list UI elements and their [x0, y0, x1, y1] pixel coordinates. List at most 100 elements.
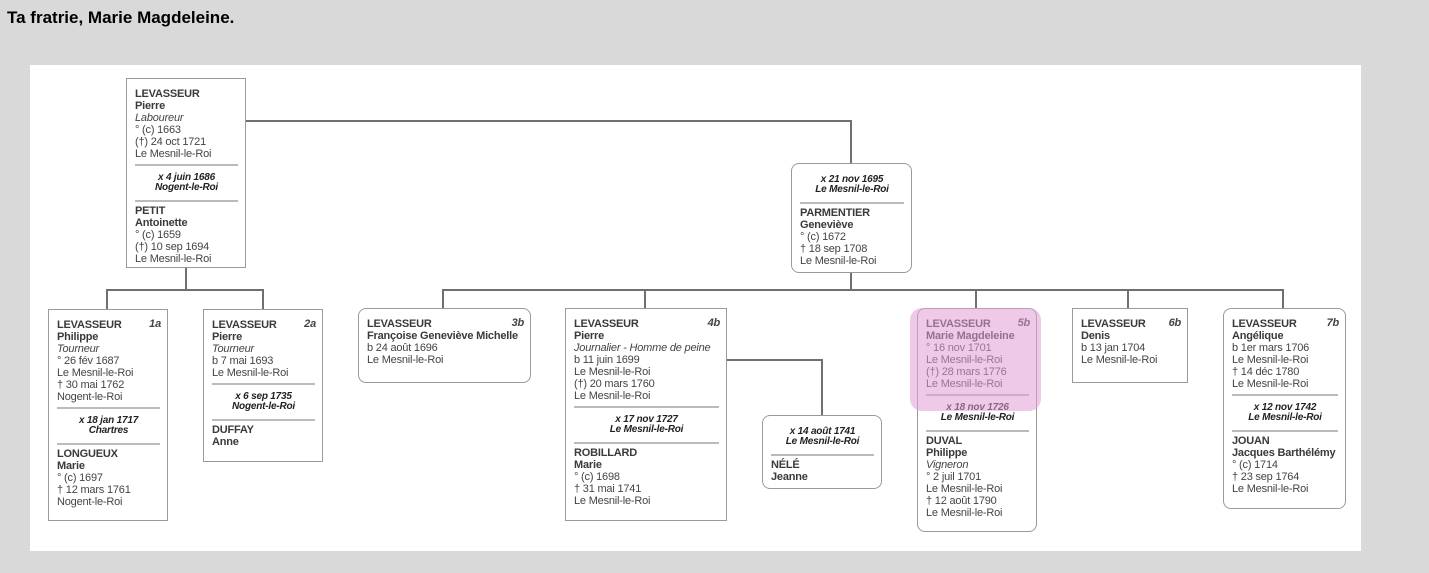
connector-line	[726, 359, 823, 361]
connector-line	[975, 289, 977, 308]
event-line: Le Mesnil-le-Roi	[926, 378, 1003, 390]
connector-line	[850, 272, 852, 290]
marriage-place: Nogent-le-Roi	[155, 182, 218, 193]
given-name: Anne	[212, 436, 239, 448]
event-line: (†) 24 oct 1721	[135, 136, 206, 148]
occupation: Laboureur	[135, 112, 184, 124]
surname: LEVASSEUR	[135, 88, 200, 100]
generation-number: 1a	[149, 318, 161, 330]
connector-line	[850, 120, 852, 163]
given-name: Marie Magdeleine	[926, 330, 1015, 342]
separator	[1232, 394, 1338, 396]
surname: LONGUEUX	[57, 448, 118, 460]
event-line: Le Mesnil-le-Roi	[212, 367, 289, 379]
event-line: Nogent-le-Roi	[57, 496, 123, 508]
generation-number: 5b	[1017, 317, 1031, 329]
event-line: † 30 mai 1762	[57, 379, 125, 391]
event-line: ° (c) 1697	[57, 472, 103, 484]
surname: LEVASSEUR	[1081, 318, 1146, 330]
event-line: Le Mesnil-le-Roi	[926, 483, 1003, 495]
marriage-place: Le Mesnil-le-Roi	[940, 412, 1015, 423]
given-name: Jeanne	[771, 471, 808, 483]
event-line: Le Mesnil-le-Roi	[574, 495, 651, 507]
surname: DUFFAY	[212, 424, 254, 436]
surname: LEVASSEUR	[367, 318, 432, 330]
separator	[1232, 430, 1338, 432]
separator	[212, 383, 315, 385]
event-line: Le Mesnil-le-Roi	[800, 255, 877, 267]
separator	[771, 454, 874, 456]
surname: LEVASSEUR	[926, 318, 991, 330]
event-line: ° 16 nov 1701	[926, 342, 992, 354]
occupation: Tourneur	[57, 343, 100, 355]
event-line: ° (c) 1714	[1232, 459, 1278, 471]
connector-line	[106, 289, 264, 291]
given-name: Philippe	[926, 447, 968, 459]
generation-number: 6b	[1168, 317, 1182, 329]
marriage-place: Le Mesnil-le-Roi	[609, 424, 684, 435]
marriage-place: Nogent-le-Roi	[232, 401, 295, 412]
event-line: Le Mesnil-le-Roi	[1232, 354, 1309, 366]
connector-line	[1127, 289, 1129, 308]
connector-line	[106, 289, 108, 309]
surname: ROBILLARD	[574, 447, 637, 459]
event-line: † 18 sep 1708	[800, 243, 868, 255]
surname: LEVASSEUR	[1232, 318, 1297, 330]
event-line: (†) 10 sep 1694	[135, 241, 210, 253]
event-line: ° (c) 1663	[135, 124, 181, 136]
event-line: Nogent-le-Roi	[57, 391, 123, 403]
occupation: Vigneron	[926, 459, 969, 471]
marriage-date: x 12 nov 1742	[1253, 402, 1317, 413]
given-name: Marie	[57, 460, 85, 472]
marriage-date: x 4 juin 1686	[158, 172, 215, 183]
given-name: Angélique	[1232, 330, 1284, 342]
event-line: Le Mesnil-le-Roi	[1232, 378, 1309, 390]
marriage-date: x 21 nov 1695	[820, 174, 884, 185]
marriage-place: Le Mesnil-le-Roi	[1248, 412, 1322, 423]
event-line: ° (c) 1659	[135, 229, 181, 241]
surname: PETIT	[135, 205, 166, 217]
surname: LEVASSEUR	[212, 319, 277, 331]
marriage-date: x 6 sep 1735	[235, 391, 292, 402]
given-name: Philippe	[57, 331, 99, 343]
event-line: † 23 sep 1764	[1232, 471, 1300, 483]
connector-line	[442, 289, 1284, 291]
event-line: Le Mesnil-le-Roi	[926, 354, 1003, 366]
generation-number: 2a	[304, 318, 316, 330]
surname: NÉLÉ	[771, 459, 800, 471]
generation-number: 7b	[1326, 317, 1340, 329]
event-line: Le Mesnil-le-Roi	[574, 390, 651, 402]
event-line: ° 2 juil 1701	[926, 471, 982, 483]
connector-line	[262, 289, 264, 309]
surname: LEVASSEUR	[574, 318, 639, 330]
connector-line	[442, 289, 444, 308]
page-title: Ta fratrie, Marie Magdeleine.	[7, 8, 235, 27]
occupation: Journalier - Homme de peine	[574, 342, 711, 354]
separator	[57, 407, 160, 409]
surname: LEVASSEUR	[57, 319, 122, 331]
separator	[57, 443, 160, 445]
occupation: Tourneur	[212, 343, 255, 355]
event-line: Le Mesnil-le-Roi	[574, 366, 651, 378]
given-name: Denis	[1081, 330, 1110, 342]
event-line: b 24 août 1696	[367, 342, 438, 354]
given-name: Marie	[574, 459, 602, 471]
event-line: (†) 28 mars 1776	[926, 366, 1007, 378]
event-line: b 13 jan 1704	[1081, 342, 1146, 354]
event-line: b 7 mai 1693	[212, 355, 274, 367]
given-name: Pierre	[135, 100, 165, 112]
